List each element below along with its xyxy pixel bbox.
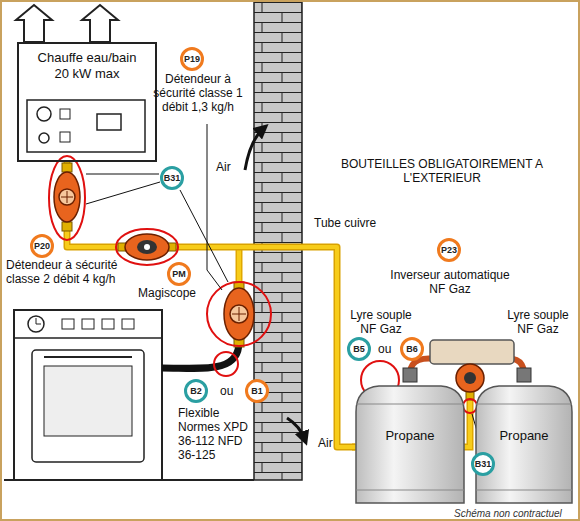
magiscope-part xyxy=(116,229,178,265)
regulator-class-1-part xyxy=(207,282,271,346)
node-text: Propane xyxy=(362,428,458,444)
callout-number: P20 xyxy=(30,234,54,258)
water-heater-body-part xyxy=(60,109,70,119)
label-text: BOUTEILLES OBLIGATOIREMENT A L'EXTERIEUR xyxy=(336,157,548,185)
water-heater-body-part xyxy=(97,114,121,130)
magiscope-part xyxy=(137,240,157,254)
air-arrow-part xyxy=(287,418,305,440)
cooker-part xyxy=(36,318,41,324)
cooker-part xyxy=(44,366,132,436)
air-arrow xyxy=(245,128,305,440)
cooker-part xyxy=(14,337,162,339)
chimney-arrow-part xyxy=(16,5,52,42)
chimney-arrow xyxy=(16,5,118,42)
chimney-arrow-part xyxy=(82,5,118,42)
water-heater-body-part xyxy=(60,132,70,142)
regulator-class-2-part xyxy=(62,163,72,172)
label-text: Flexible Normes XPD 36-112 NFD 36-125 xyxy=(178,406,252,462)
label-text: Détendeur à sécurité classe 2 débit 4 kg… xyxy=(6,258,124,286)
regulator-class-1 xyxy=(207,282,271,376)
pipe-outline xyxy=(67,162,355,447)
label-text: ou xyxy=(220,384,233,398)
propane-bottle: Propane xyxy=(475,382,573,504)
regulator-class-1-part xyxy=(232,307,246,321)
brick-wall-part xyxy=(254,2,302,480)
water-heater-body xyxy=(17,42,157,162)
callout-number: B6 xyxy=(400,337,424,361)
automatic-inverter-part xyxy=(463,399,477,413)
label-text: Lyre souple NF Gaz xyxy=(499,308,577,336)
water-heater-body-part xyxy=(17,42,157,162)
bottle-body xyxy=(476,386,572,503)
cooker-part xyxy=(62,319,74,329)
air-arrow-part xyxy=(245,128,264,170)
cooker-part xyxy=(82,319,94,329)
node-text: Chauffe eau/bain 20 kW max xyxy=(31,50,143,82)
flexible-hose xyxy=(162,342,239,368)
cooker-part xyxy=(14,310,162,480)
bottle-band xyxy=(476,404,572,490)
magiscope xyxy=(116,229,178,265)
regulator-class-1-part xyxy=(224,288,254,340)
label-text: Schéma non contractuel xyxy=(454,507,562,520)
regulator-class-2 xyxy=(49,156,85,240)
label-text: Magiscope xyxy=(138,286,196,300)
callout-number: B31 xyxy=(471,452,495,476)
label-text: Lyre souple NF Gaz xyxy=(342,308,420,336)
callout-number: B5 xyxy=(347,337,371,361)
regulator-class-1-part xyxy=(214,352,238,376)
bottle-body xyxy=(356,386,464,503)
automatic-inverter-part xyxy=(464,372,476,384)
cooker xyxy=(14,310,162,480)
label-text: Tube cuivre xyxy=(314,216,376,230)
automatic-inverter-part xyxy=(456,364,484,392)
water-heater-box: Chauffe eau/bain 20 kW max xyxy=(17,42,157,162)
cooker-part xyxy=(32,350,144,462)
magiscope-part xyxy=(125,234,169,260)
cooker-part xyxy=(102,319,114,329)
label-text: Air xyxy=(318,436,333,450)
regulator-class-2-part xyxy=(49,156,85,240)
water-heater-body-part xyxy=(37,107,51,121)
callout-number: P19 xyxy=(180,47,204,71)
callout-number: B2 xyxy=(184,379,208,403)
callout-number: PM xyxy=(167,262,191,286)
propane-bottle: Propane xyxy=(355,382,465,504)
label-text: Inverseur automatique NF Gaz xyxy=(384,268,516,296)
cooker-part xyxy=(122,319,134,329)
water-heater-body-part xyxy=(39,133,49,143)
bottle-band xyxy=(356,404,464,490)
regulator-class-1-part xyxy=(230,305,248,323)
brick-wall xyxy=(254,2,302,480)
automatic-inverter-part xyxy=(430,340,514,364)
magiscope-part xyxy=(144,244,150,250)
label-text: Détendeur à sécurité classe 1 débit 1,3 … xyxy=(148,72,248,114)
cooker-part xyxy=(44,356,132,358)
copper-pipe xyxy=(67,162,355,447)
automatic-inverter-part xyxy=(517,368,531,382)
label-text: Air xyxy=(216,160,231,174)
callout-number: B1 xyxy=(245,379,269,403)
node-text: Propane xyxy=(479,428,569,444)
regulator-class-2-part xyxy=(54,172,80,222)
label-text: ou xyxy=(378,342,391,356)
regulator-class-2-part xyxy=(62,222,72,231)
cooker-part xyxy=(28,316,44,332)
automatic-inverter-part xyxy=(403,368,417,382)
callout-number: P23 xyxy=(437,238,461,262)
regulator-class-2-part xyxy=(59,189,75,205)
callout-number: B31 xyxy=(160,166,184,190)
regulator-class-2-part xyxy=(61,191,73,203)
flexible-hose-part xyxy=(162,342,239,368)
water-heater-body-part xyxy=(27,100,145,152)
